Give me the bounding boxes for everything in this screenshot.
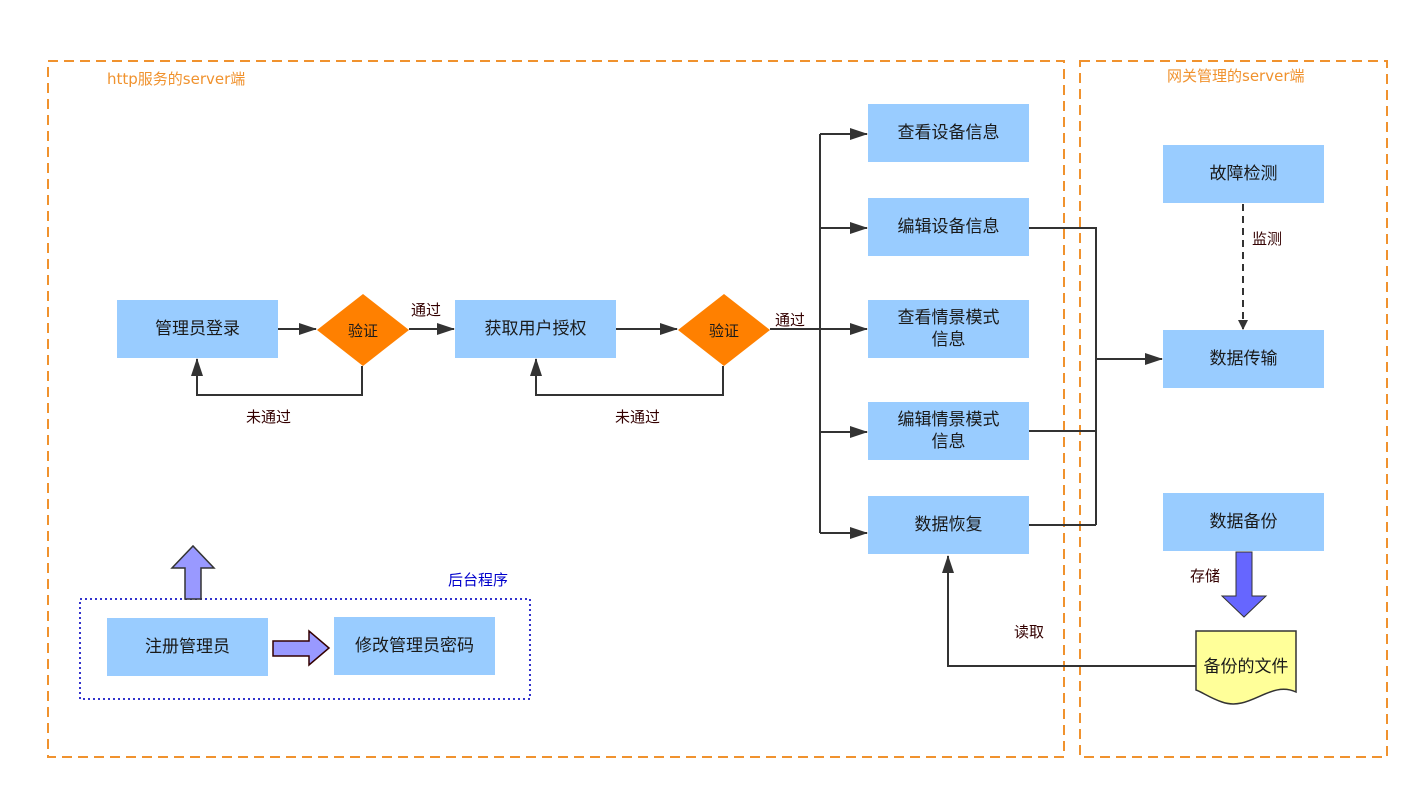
store-arrow: [1220, 551, 1268, 618]
label-pass-1: 通过: [411, 301, 442, 319]
node-admin-login[interactable]: 管理员登录: [117, 300, 278, 358]
node-view-device[interactable]: 查看设备信息: [868, 104, 1029, 162]
label-fail-2: 未通过: [615, 408, 661, 426]
node-verify-1-label[interactable]: 验证: [347, 322, 378, 340]
verify-diamond-2: [678, 294, 770, 366]
node-edit-scene[interactable]: 编辑情景模式 信息: [868, 402, 1029, 460]
node-fault-detect[interactable]: 故障检测: [1163, 145, 1324, 203]
gateway-server-group-title: 网关管理的server端: [1167, 67, 1305, 85]
label-monitor: 监测: [1252, 230, 1283, 248]
node-get-auth[interactable]: 获取用户授权: [455, 300, 616, 358]
label-pass-2: 通过: [775, 311, 806, 329]
backend-group: [79, 598, 531, 700]
right-block-arrow: [272, 629, 331, 667]
node-backup-file-label[interactable]: 备份的文件: [1203, 657, 1289, 677]
label-read: 读取: [1014, 623, 1045, 641]
backup-file-shape: [1195, 630, 1297, 705]
node-data-restore[interactable]: 数据恢复: [868, 496, 1029, 554]
http-server-group: [47, 60, 1065, 758]
node-register-admin[interactable]: 注册管理员: [107, 618, 268, 676]
backend-group-title: 后台程序: [448, 571, 509, 589]
label-fail-1: 未通过: [246, 408, 292, 426]
edge-edit-device-merge: [1029, 227, 1097, 525]
edge-verify1-fail: [191, 358, 363, 396]
label-store: 存储: [1190, 567, 1221, 585]
node-verify-2-label[interactable]: 验证: [708, 322, 739, 340]
edge-verify2-fail: [530, 358, 724, 396]
node-data-transfer[interactable]: 数据传输: [1163, 330, 1324, 388]
edge-read: [942, 555, 1196, 667]
node-view-scene[interactable]: 查看情景模式 信息: [868, 300, 1029, 358]
node-change-password[interactable]: 修改管理员密码: [334, 617, 495, 675]
verify-diamond-1: [317, 294, 409, 366]
gateway-server-group: [1079, 60, 1388, 758]
node-data-backup[interactable]: 数据备份: [1163, 493, 1324, 551]
http-server-group-title: http服务的server端: [107, 70, 246, 88]
node-edit-device[interactable]: 编辑设备信息: [868, 198, 1029, 256]
up-block-arrow: [170, 544, 216, 600]
